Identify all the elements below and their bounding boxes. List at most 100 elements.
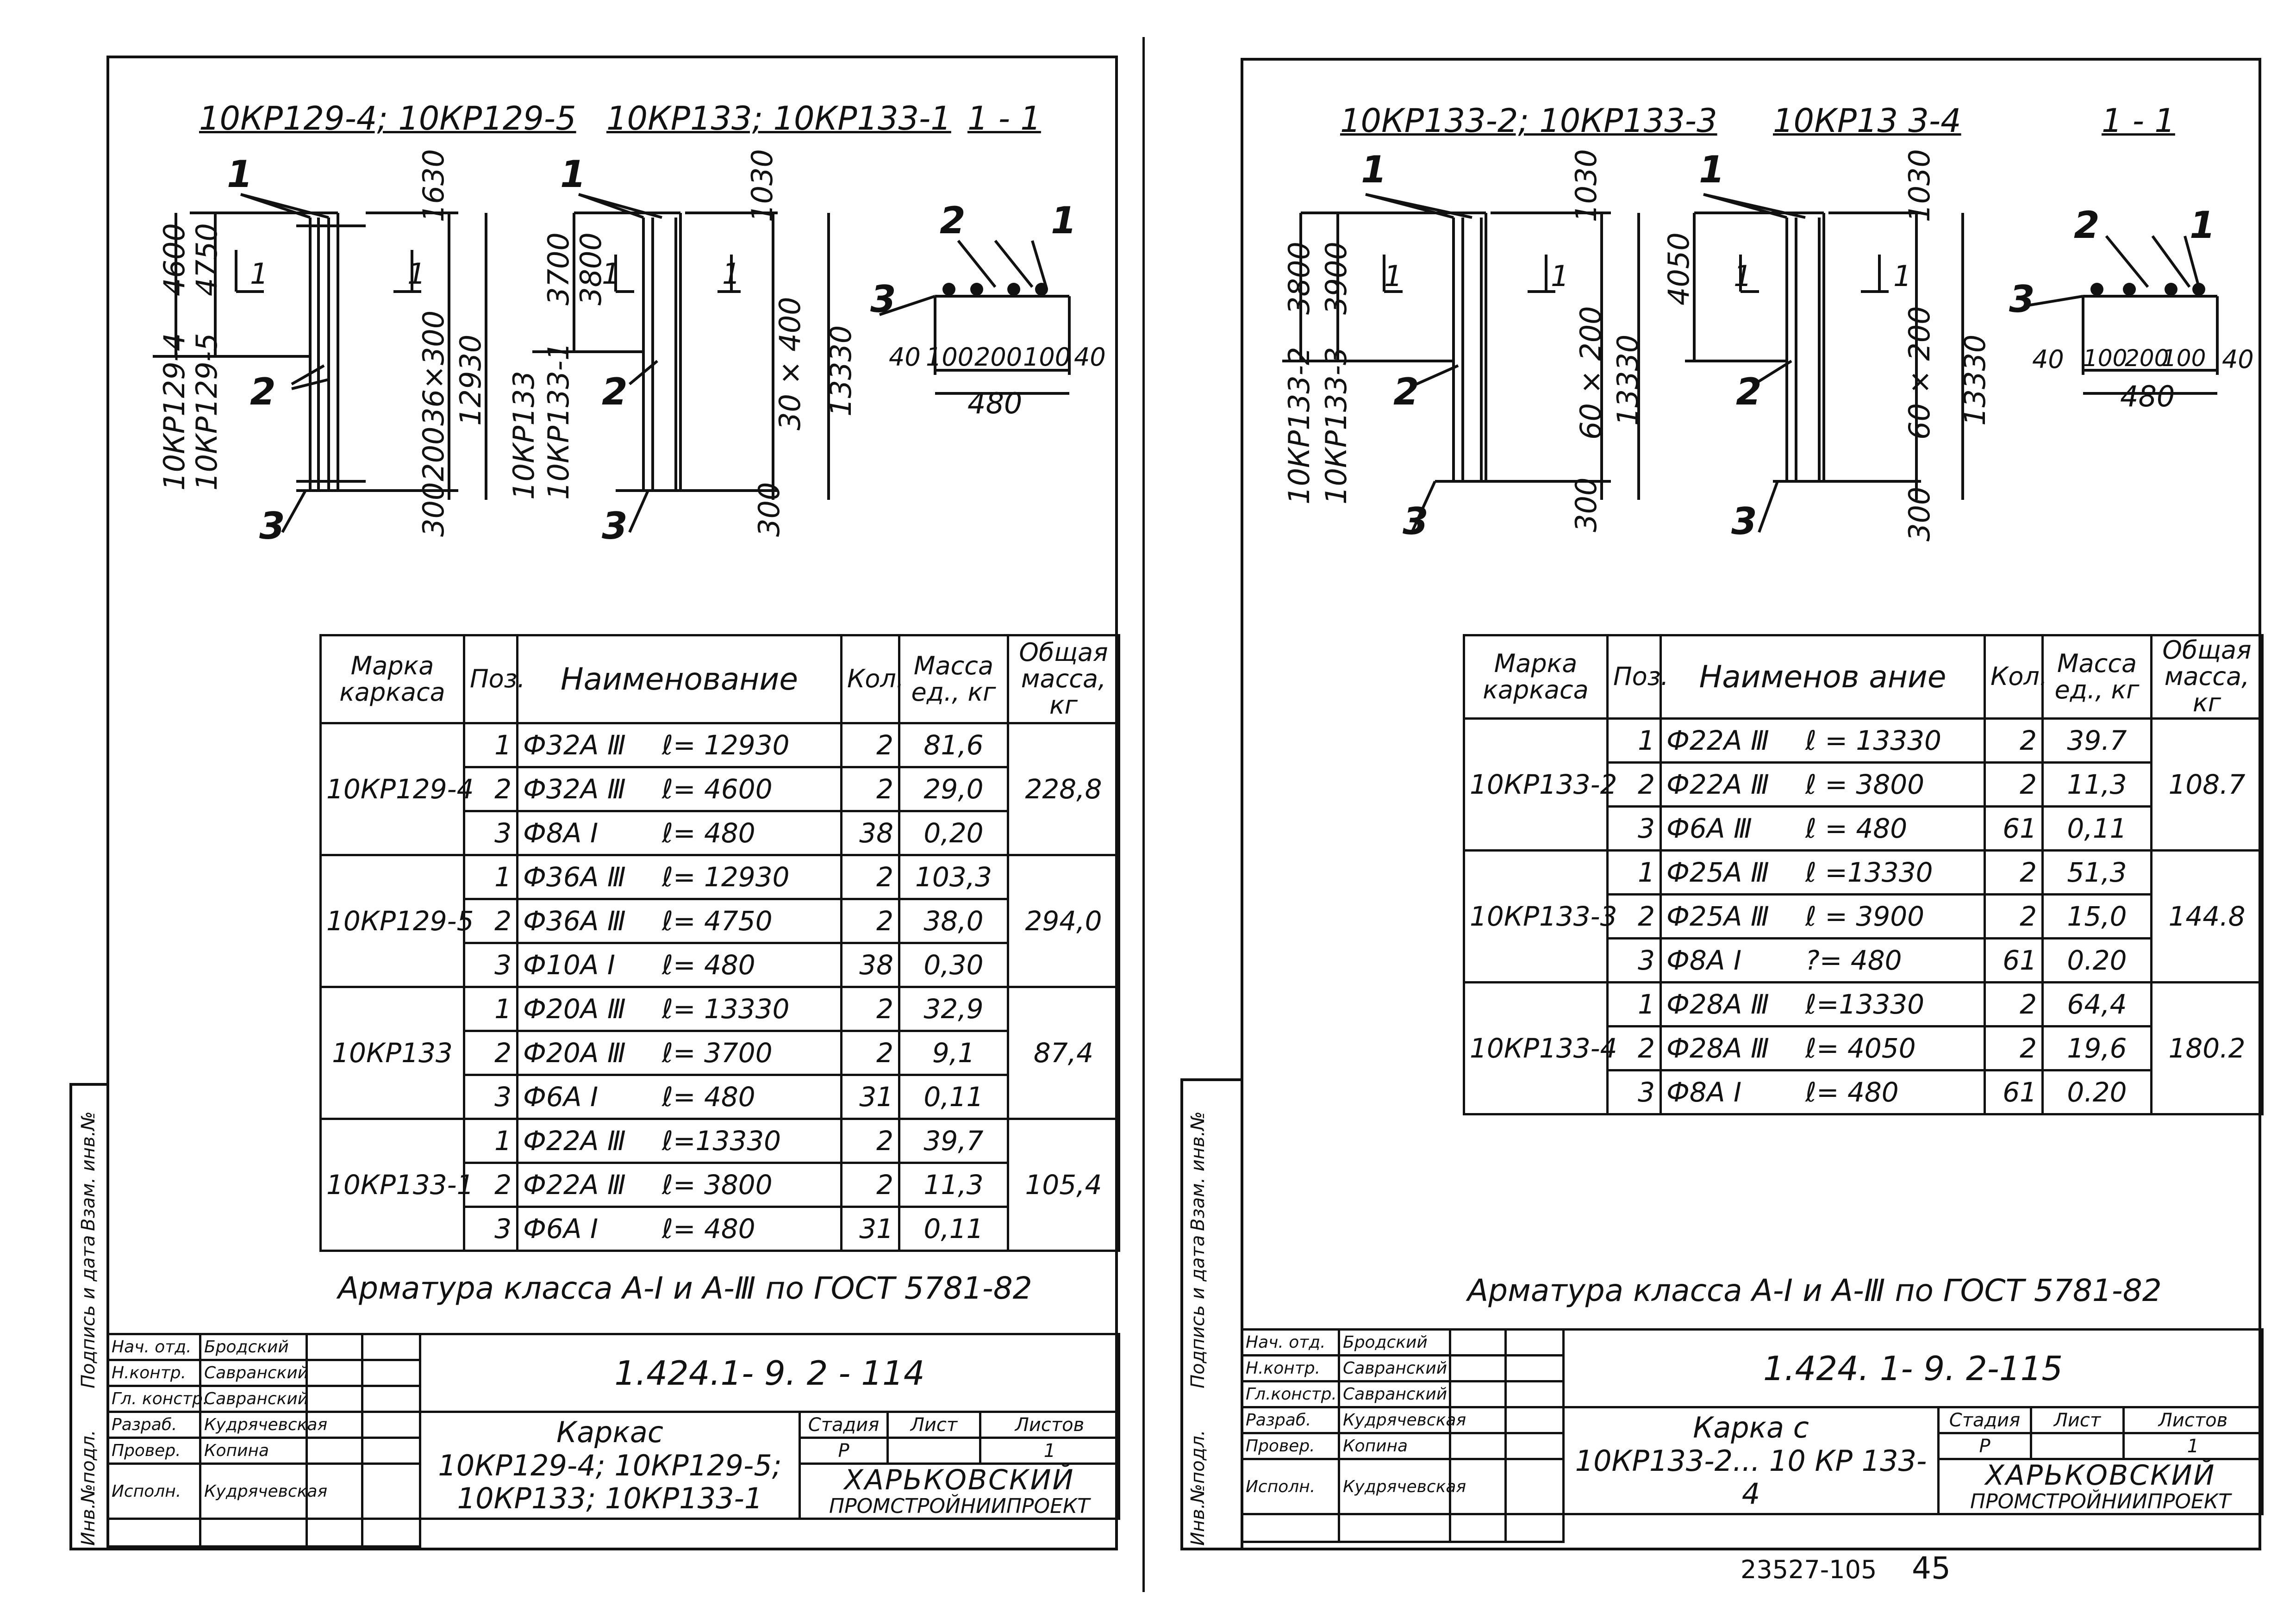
stamp-role: Гл.констр. bbox=[1241, 1380, 1340, 1408]
stamp-signature bbox=[1449, 1406, 1507, 1434]
stamp-date bbox=[361, 1462, 421, 1520]
left-side-inv: Инв.№подл. bbox=[78, 1430, 99, 1546]
right-pos-3b: 3 bbox=[1731, 500, 1757, 543]
quantity: 2 bbox=[1984, 1025, 2044, 1071]
bar-diameter-class: Ф32А Ⅲ bbox=[523, 773, 626, 805]
organization-name-line-2: ПРОМСТРОЙНИИПРОЕКТ bbox=[1970, 1490, 2231, 1513]
quantity: 61 bbox=[1984, 1069, 2044, 1115]
position-number: 1 bbox=[1606, 981, 1662, 1027]
stamp-blank bbox=[1504, 1513, 1565, 1543]
bar-diameter-class: Ф6А Ⅰ bbox=[523, 1081, 599, 1113]
left-dim-36x300: 36×300 bbox=[417, 310, 450, 426]
stamp-signature bbox=[1449, 1457, 1507, 1516]
bar-length: ℓ = 3900 bbox=[1805, 901, 1925, 932]
bar-length: ℓ= 4750 bbox=[662, 905, 773, 937]
cage-mark: 10КР133-4 bbox=[1463, 981, 1617, 1115]
right-th-qty: Кол. bbox=[1984, 634, 2047, 720]
quantity: 38 bbox=[840, 942, 900, 988]
document-title-line-2: 10КР129-4; 10КР129-5; bbox=[438, 1448, 782, 1482]
stamp-name: Кудрячевская bbox=[1338, 1457, 1466, 1516]
right-pos-2c: 2 bbox=[2074, 204, 2100, 247]
bar-length: ℓ= 13330 bbox=[662, 993, 790, 1025]
unit-mass: 39,7 bbox=[898, 1118, 1009, 1164]
bar-length: ℓ= 480 bbox=[662, 817, 755, 849]
left-cage-drawing bbox=[153, 193, 1071, 533]
sheets-header: Листов bbox=[2122, 1406, 2264, 1434]
document-title-line-1: Карка с bbox=[1693, 1411, 1809, 1445]
total-mass: 228,8 bbox=[1007, 722, 1120, 856]
stamp-signature bbox=[306, 1385, 363, 1413]
stamp-name: Савранский bbox=[199, 1359, 308, 1387]
bar-diameter-class: Ф22А Ⅲ bbox=[1666, 725, 1769, 756]
quantity: 2 bbox=[840, 766, 900, 812]
right-dim-60x200b: 60 × 200 bbox=[1903, 306, 1936, 440]
bar-diameter-class: Ф8А Ⅰ bbox=[1666, 945, 1742, 976]
quantity: 61 bbox=[1984, 937, 2044, 983]
sheets-value: 1 bbox=[979, 1437, 1121, 1465]
position-number: 2 bbox=[463, 898, 518, 944]
bar-length: ℓ= 480 bbox=[662, 949, 755, 981]
right-sec-40a: 40 bbox=[2032, 345, 2064, 374]
bar-length: ℓ= 3700 bbox=[662, 1037, 773, 1069]
right-sec-100b: 100 bbox=[2162, 345, 2206, 372]
bar-length: ℓ= 480 bbox=[1805, 1076, 1899, 1108]
bar-length: ℓ =13330 bbox=[1805, 857, 1933, 888]
quantity: 2 bbox=[1984, 717, 2044, 764]
right-title-1: 10КР133-2; 10КР133-3 bbox=[1340, 102, 1717, 140]
right-th-total: Общая масса, кг bbox=[2150, 634, 2264, 720]
right-dim-300b: 300 bbox=[1903, 486, 1936, 541]
position-number: 1 bbox=[463, 1118, 518, 1164]
bar-diameter-class: Ф25А Ⅲ bbox=[1666, 857, 1769, 888]
stage-header: Стадия bbox=[1937, 1406, 2032, 1434]
right-cut-mark-d: 1 bbox=[1893, 259, 1912, 293]
position-number: 2 bbox=[463, 766, 518, 812]
quantity: 2 bbox=[840, 854, 900, 900]
right-dim-1030b: 1030 bbox=[1903, 149, 1936, 222]
right-dim-3800: 3800 bbox=[1282, 242, 1316, 315]
bar-diameter-class: Ф36А Ⅲ bbox=[523, 905, 626, 937]
stamp-signature bbox=[306, 1437, 363, 1465]
left-side-sign: Подпись и дата bbox=[78, 1235, 99, 1388]
left-dim-4600: 4600 bbox=[157, 223, 191, 296]
right-side-inv: Инв.№подл. bbox=[1187, 1430, 1209, 1546]
bar-length: ℓ= 12930 bbox=[662, 861, 790, 893]
stamp-blank bbox=[1241, 1513, 1340, 1543]
unit-mass: 0,11 bbox=[898, 1074, 1009, 1120]
right-pos-2a: 2 bbox=[1393, 370, 1419, 413]
stamp-signature bbox=[1449, 1432, 1507, 1460]
stamp-name: Савранский bbox=[1338, 1380, 1451, 1408]
bar-length: ℓ = 480 bbox=[1805, 813, 1908, 844]
left-dim-30x400: 30 × 400 bbox=[773, 297, 807, 430]
left-mark-10KR133-1: 10КР133-1 bbox=[542, 342, 575, 500]
position-number: 3 bbox=[1606, 937, 1662, 983]
left-pos-2b: 2 bbox=[602, 370, 628, 413]
right-pos-2b: 2 bbox=[1736, 370, 1762, 413]
bar-diameter-class: Ф6А Ⅲ bbox=[1666, 813, 1752, 844]
bar-diameter-class: Ф22А Ⅲ bbox=[523, 1125, 626, 1157]
stamp-blank bbox=[306, 1518, 363, 1548]
unit-mass: 0.20 bbox=[2041, 937, 2152, 983]
sheet-header: Лист bbox=[886, 1411, 981, 1439]
left-sec-480: 480 bbox=[967, 386, 1023, 420]
bar-length: ℓ= 4600 bbox=[662, 773, 773, 805]
left-pos-3a: 3 bbox=[259, 504, 285, 548]
left-cut-mark-d: 1 bbox=[722, 257, 741, 291]
